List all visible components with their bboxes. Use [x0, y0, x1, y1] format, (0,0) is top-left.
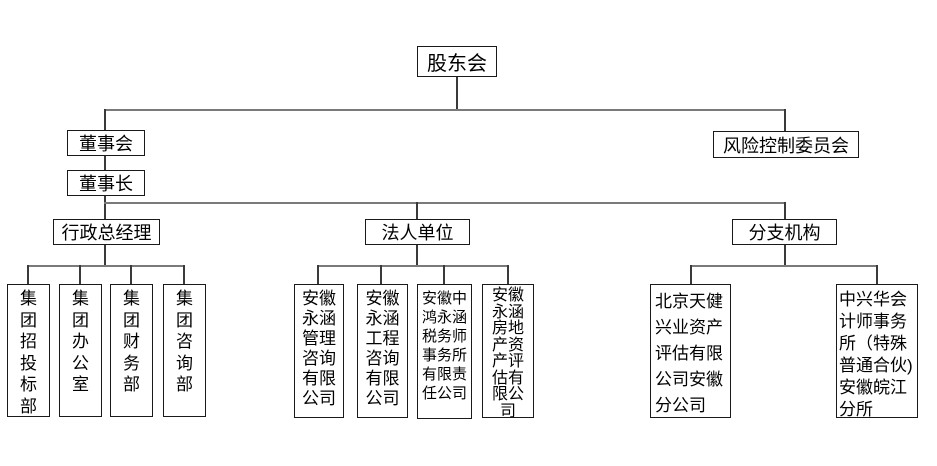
connector-line — [104, 109, 106, 131]
node-entity-engineering-consulting: 安徽永涵工程咨询有限公司 — [357, 284, 408, 418]
connector-line — [27, 265, 185, 267]
connector-line — [690, 265, 692, 284]
connector-line — [784, 245, 786, 266]
node-branch-beijing-tianjian: 北京天健兴业资产评估有限公司安徽分公司 — [650, 284, 731, 418]
connector-line — [317, 265, 319, 284]
connector-line — [79, 265, 81, 284]
node-entity-real-estate-appraisal: 安徽永涵房地产资产评估有限公司 — [482, 284, 534, 418]
node-dept-consulting: 集团咨询部 — [163, 284, 206, 417]
node-admin-general-manager: 行政总经理 — [53, 219, 160, 245]
connector-line — [416, 245, 418, 266]
node-entity-management-consulting: 安徽永涵管理咨询有限公司 — [294, 284, 344, 418]
connector-line — [104, 202, 786, 204]
node-entity-tax-accountant-firm: 安徽中鸿永涵税务师事务所有限责任公司 — [417, 284, 472, 419]
node-branch-zhongxinghua: 中兴华会计师事务所（特殊普通合伙)安徽皖江分所 — [836, 284, 918, 418]
connector-line — [690, 265, 878, 267]
node-dept-office: 集团办公室 — [59, 284, 102, 417]
node-shareholders-meeting: 股东会 — [417, 46, 497, 77]
node-risk-control-committee: 风险控制委员会 — [713, 131, 859, 158]
connector-line — [416, 202, 418, 219]
connector-line — [507, 265, 509, 284]
node-chairman: 董事长 — [67, 170, 145, 196]
connector-line — [456, 77, 458, 111]
connector-line — [784, 202, 786, 219]
connector-line — [317, 265, 509, 267]
connector-line — [104, 109, 786, 111]
connector-line — [380, 265, 382, 284]
connector-line — [183, 265, 185, 284]
connector-line — [104, 156, 106, 171]
connector-line — [876, 265, 878, 284]
connector-line — [104, 245, 106, 266]
connector-line — [130, 265, 132, 284]
connector-line — [784, 109, 786, 132]
node-branch-institutions: 分支机构 — [732, 219, 837, 245]
connector-line — [104, 196, 106, 220]
node-legal-person-units: 法人单位 — [365, 219, 470, 245]
connector-line — [443, 265, 445, 284]
connector-line — [27, 265, 29, 284]
node-board-of-directors: 董事会 — [67, 130, 145, 156]
node-dept-bidding: 集团招投标部 — [7, 284, 50, 417]
node-dept-finance: 集团财务部 — [110, 284, 153, 417]
